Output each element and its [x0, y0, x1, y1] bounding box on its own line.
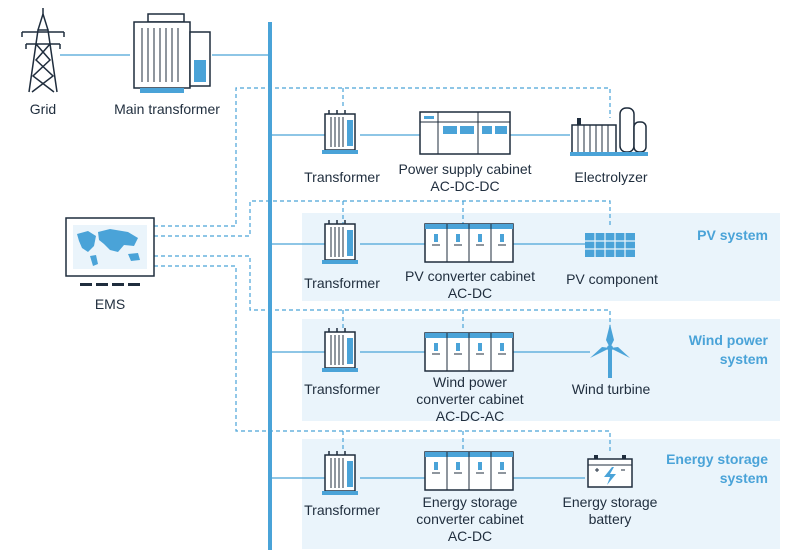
storage-converter-cabinet-label: Energy storage converter cabinet AC-DC — [396, 494, 544, 545]
wind-converter-cabinet-line-3: AC-DC-AC — [435, 408, 505, 424]
wind-converter-cabinet-line-2: converter cabinet — [416, 391, 524, 407]
grid-tower-icon — [21, 8, 65, 93]
wind-system-panel — [302, 319, 780, 421]
storage-battery-label: Energy storage battery — [550, 494, 670, 528]
electrolyzer-label: Electrolyzer — [574, 169, 648, 185]
storage-system-panel — [302, 439, 780, 549]
pv-system-title-line-1: PV system — [697, 227, 768, 243]
wind-system-title-line-1: Wind power — [688, 332, 768, 348]
pv-converter-cabinet-line-1: PV converter cabinet — [405, 268, 535, 284]
power-supply-cabinet-line-1: Power supply cabinet — [398, 161, 532, 177]
transformer-2-icon — [321, 219, 359, 265]
wind-converter-cabinet-icon — [424, 332, 514, 372]
storage-system-title: Energy storage system — [600, 450, 768, 488]
wind-system-title: Wind power system — [620, 331, 768, 369]
main-transformer-label: Main transformer — [114, 101, 220, 117]
transformer-1-icon — [321, 109, 359, 155]
ems-label: EMS — [94, 296, 126, 312]
grid-label: Grid — [29, 101, 57, 117]
pv-converter-cabinet-label: PV converter cabinet AC-DC — [392, 268, 548, 302]
transformer-4-label: Transformer — [304, 502, 380, 518]
transformer-3-label: Transformer — [304, 381, 380, 397]
pv-panel-icon — [585, 233, 635, 257]
storage-battery-line-2: battery — [588, 511, 632, 527]
power-supply-cabinet-icon — [419, 111, 511, 155]
wind-turbine-icon — [590, 324, 630, 378]
storage-converter-cabinet-line-2: converter cabinet — [416, 511, 524, 527]
power-connection-lines — [60, 54, 590, 479]
transformer-4-icon — [321, 450, 359, 496]
main-bus-bar — [268, 22, 272, 550]
pv-component-label: PV component — [566, 271, 658, 287]
storage-system-title-line-1: Energy storage — [666, 451, 768, 467]
pv-system-panel — [302, 213, 780, 301]
transformer-1-label: Transformer — [304, 169, 380, 185]
wind-converter-cabinet-line-1: Wind power — [433, 374, 507, 390]
storage-converter-cabinet-icon — [424, 451, 514, 491]
storage-converter-cabinet-line-1: Energy storage — [422, 494, 518, 510]
ems-monitor-icon — [65, 217, 155, 286]
storage-system-title-line-2: system — [719, 470, 768, 486]
wind-turbine-label: Wind turbine — [571, 381, 651, 397]
wind-converter-cabinet-label: Wind power converter cabinet AC-DC-AC — [400, 374, 540, 425]
pv-system-title: PV system — [620, 226, 768, 245]
transformer-3-icon — [321, 327, 359, 373]
transformer-2-label: Transformer — [304, 275, 380, 291]
pv-converter-cabinet-line-2: AC-DC — [447, 285, 493, 301]
storage-converter-cabinet-line-3: AC-DC — [447, 528, 493, 544]
power-supply-cabinet-line-2: AC-DC-DC — [430, 178, 500, 194]
storage-battery-line-1: Energy storage — [562, 494, 658, 510]
battery-icon — [587, 455, 633, 488]
main-transformer-icon — [133, 13, 211, 93]
power-supply-cabinet-label: Power supply cabinet AC-DC-DC — [390, 161, 540, 195]
pv-converter-cabinet-icon — [424, 223, 514, 263]
wind-system-title-line-2: system — [719, 351, 768, 367]
ems-communication-lines — [154, 87, 611, 452]
electrolyzer-icon — [570, 107, 648, 156]
